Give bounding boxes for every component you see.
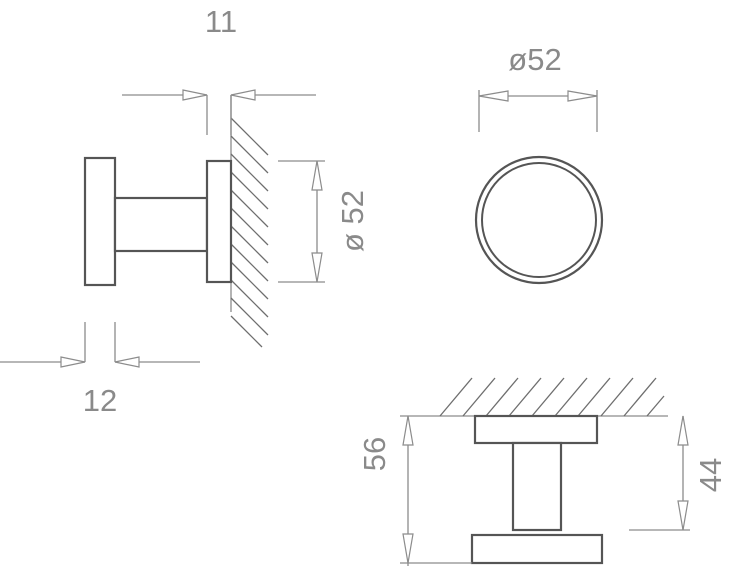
top-view: 56 44 bbox=[357, 377, 728, 566]
wall-hatching-vertical bbox=[230, 95, 269, 348]
knob-stem bbox=[113, 196, 209, 253]
diameter-label-front: ø52 bbox=[508, 42, 561, 77]
wall-rosette bbox=[205, 159, 233, 284]
projection-label: 44 bbox=[693, 458, 728, 492]
front-view: ø52 bbox=[474, 42, 604, 285]
knob-cap bbox=[83, 156, 117, 287]
depth-label: 11 bbox=[205, 4, 237, 39]
dimension-diameter-front: ø52 bbox=[478, 42, 598, 132]
overall-height-label: 56 bbox=[357, 437, 392, 471]
dimension-projection: 44 bbox=[629, 415, 728, 531]
wall-hatching-horizontal bbox=[437, 377, 668, 417]
dimension-depth: 11 bbox=[122, 4, 316, 135]
dimension-overall-height: 56 bbox=[357, 415, 472, 566]
wall-rosette-top bbox=[473, 414, 599, 445]
dimension-rosette-thickness: 12 bbox=[0, 322, 200, 418]
knob-inner-circle bbox=[481, 162, 597, 278]
diameter-label-side: ø 52 bbox=[335, 190, 370, 252]
dimension-diameter-side: ø 52 bbox=[278, 160, 370, 283]
side-view: 11 12 ø 52 bbox=[0, 4, 370, 418]
knob-stem-top bbox=[511, 441, 563, 532]
rosette-thickness-label: 12 bbox=[83, 383, 117, 418]
knob-outer-circle bbox=[474, 155, 604, 285]
knob-cap-top bbox=[470, 533, 604, 565]
